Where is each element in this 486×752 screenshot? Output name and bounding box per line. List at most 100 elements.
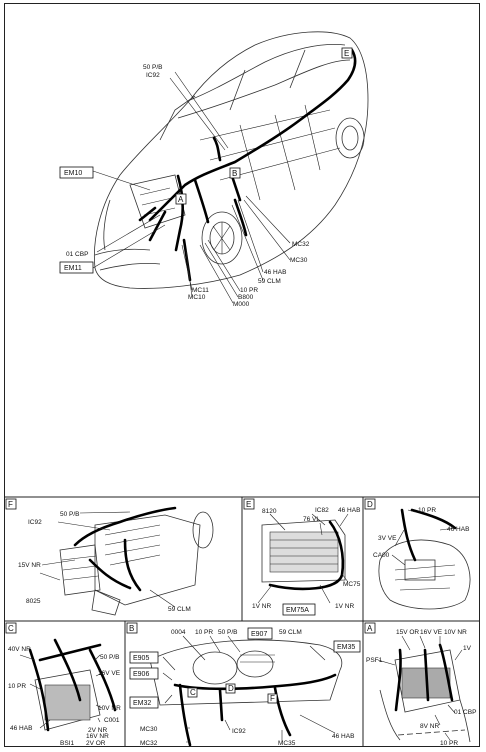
b-label-ic92: IC92 xyxy=(232,728,246,735)
a-label-1v: 1V xyxy=(463,645,472,652)
diagram-frame xyxy=(4,3,480,747)
label-10pr: 10 PR xyxy=(240,287,258,294)
label-50pb: 50 P/B xyxy=(143,64,163,71)
b-label-em32: EM32 xyxy=(133,700,151,707)
c-label-50pb: 50 P/B xyxy=(100,654,120,661)
b-label-e907: E907 xyxy=(251,631,267,638)
label-mc11: MC11 xyxy=(192,287,209,294)
c-label-16vve: 16V VE xyxy=(98,670,121,677)
b-label-f: F xyxy=(270,694,275,703)
d-label-3vve: 3V VE xyxy=(378,535,397,542)
e-label-76vl: 76 VL xyxy=(303,516,320,523)
main-car-view: A B E 50 P/B IC92 EM10 01 CBP EM11 MC11 … xyxy=(59,31,369,308)
label-mc10: MC10 xyxy=(188,294,206,301)
e906-box xyxy=(129,667,159,680)
letter-e: E xyxy=(344,49,349,58)
a-label-15vor: 15V OR xyxy=(396,629,419,636)
em11-box xyxy=(59,261,94,274)
panel-f: F 50 P/B IC92 15V NR 8025 59 CLM xyxy=(5,498,214,616)
em10-box xyxy=(59,166,94,179)
d-label-10pr: 10 PR xyxy=(418,507,436,514)
c-label-10vnr: 10V NR xyxy=(98,705,121,712)
label-m000: M000 xyxy=(233,301,250,308)
panel-f-letter: F xyxy=(8,500,13,509)
b-label-e905: E905 xyxy=(133,655,149,662)
b-label-59clm: 59 CLM xyxy=(279,629,302,636)
panel-a-letter: A xyxy=(367,624,373,633)
b-label-10pr: 10 PR xyxy=(195,629,213,636)
b-label-0004: 0004 xyxy=(171,629,186,636)
a-label-psf1: PSF1 xyxy=(366,657,383,664)
rear-wheel xyxy=(335,117,365,159)
em75a-box xyxy=(282,603,316,616)
connector-b xyxy=(229,167,241,179)
label-mc32: MC32 xyxy=(292,241,310,248)
b-label-mc30: MC30 xyxy=(140,726,158,733)
c-label-10pr: 10 PR xyxy=(8,683,26,690)
panel-b-letter: B xyxy=(129,624,134,633)
c-label-2vnr: 2V NR xyxy=(88,727,107,734)
b-label-e906: E906 xyxy=(133,671,149,678)
f-label-50pb: 50 P/B xyxy=(60,511,80,518)
e-label-8120: 8120 xyxy=(262,508,277,515)
letter-a: A xyxy=(178,195,184,204)
b-label-em35: EM35 xyxy=(337,644,355,651)
panel-d: D 10 PR 3V VE 46 HAB CA00 xyxy=(364,498,471,610)
label-b800: B800 xyxy=(238,294,254,301)
b-label-mc32: MC32 xyxy=(140,740,158,747)
c-label-c001: C001 xyxy=(104,717,120,724)
e905-box xyxy=(129,651,159,664)
e-label-46hab: 46 HAB xyxy=(338,507,360,514)
label-em10: EM10 xyxy=(64,170,82,177)
e-label-mc75: MC75 xyxy=(343,581,361,588)
label-em11: EM11 xyxy=(64,265,82,272)
label-59clm: 59 CLM xyxy=(258,278,281,285)
letter-b: B xyxy=(232,169,237,178)
panel-a: A 15V OR 16V VE 10V NR PSF1 1V 8V NR 01 … xyxy=(364,622,476,747)
b-label-d: D xyxy=(228,684,234,693)
c-label-40vnr: 40V NR xyxy=(8,646,31,653)
b-label-50pb: 50 P/B xyxy=(218,629,238,636)
b-label-c: C xyxy=(190,688,196,697)
e-label-1vnr-left: 1V NR xyxy=(252,603,271,610)
label-ic92: IC92 xyxy=(146,72,160,79)
d-label-46hab: 46 HAB xyxy=(447,526,469,533)
f-label-59clm: 59 CLM xyxy=(168,606,191,613)
a-label-8vnr: 8V NR xyxy=(420,723,439,730)
f-label-8025: 8025 xyxy=(26,598,41,605)
f-label-ic92: IC92 xyxy=(28,519,42,526)
panel-d-letter: D xyxy=(367,500,373,509)
c-label-16vnr: 16V NR xyxy=(86,733,109,740)
panel-b: B C D F 0004 10 PR 50 P/B E907 59 CLM E9… xyxy=(126,622,361,747)
a-label-10pr: 10 PR xyxy=(440,740,458,747)
label-46hab: 46 HAB xyxy=(264,269,286,276)
b-label-46hab: 46 HAB xyxy=(332,733,354,740)
e-label-em75a: EM75A xyxy=(286,607,309,614)
front-wheel xyxy=(201,211,243,265)
a-label-01cbp: 01 CBP xyxy=(454,709,476,716)
panel-c: C 40V NR 10 PR 50 P/B 16V VE 10V NR C001… xyxy=(5,622,121,747)
panel-e-letter: E xyxy=(246,500,251,509)
connector-a xyxy=(175,193,187,205)
e907-box xyxy=(247,627,273,640)
c-label-bsi1: BSI1 xyxy=(60,740,74,747)
e-label-1vnr-right: 1V NR xyxy=(335,603,354,610)
panel-c-letter: C xyxy=(8,624,14,633)
f-label-15vnr: 15V NR xyxy=(18,562,41,569)
em35-box xyxy=(333,640,361,653)
em32-box xyxy=(129,696,159,709)
b-label-mc35: MC35 xyxy=(278,740,296,747)
main-harness xyxy=(148,48,357,222)
label-01cbp: 01 CBP xyxy=(66,251,88,258)
a-label-16vve: 16V VE xyxy=(420,629,443,636)
e-label-ic82: IC82 xyxy=(315,507,329,514)
label-mc30: MC30 xyxy=(290,257,308,264)
c-label-2vor: 2V OR xyxy=(86,740,106,747)
panel-e: E 8120 IC82 46 HAB 76 VL MC75 1V NR 1V N… xyxy=(243,498,361,616)
c-label-46hab: 46 HAB xyxy=(10,725,32,732)
connector-e xyxy=(341,47,353,59)
a-label-10vnr: 10V NR xyxy=(444,629,467,636)
car-outline xyxy=(94,31,369,289)
d-label-ca00: CA00 xyxy=(373,552,390,559)
